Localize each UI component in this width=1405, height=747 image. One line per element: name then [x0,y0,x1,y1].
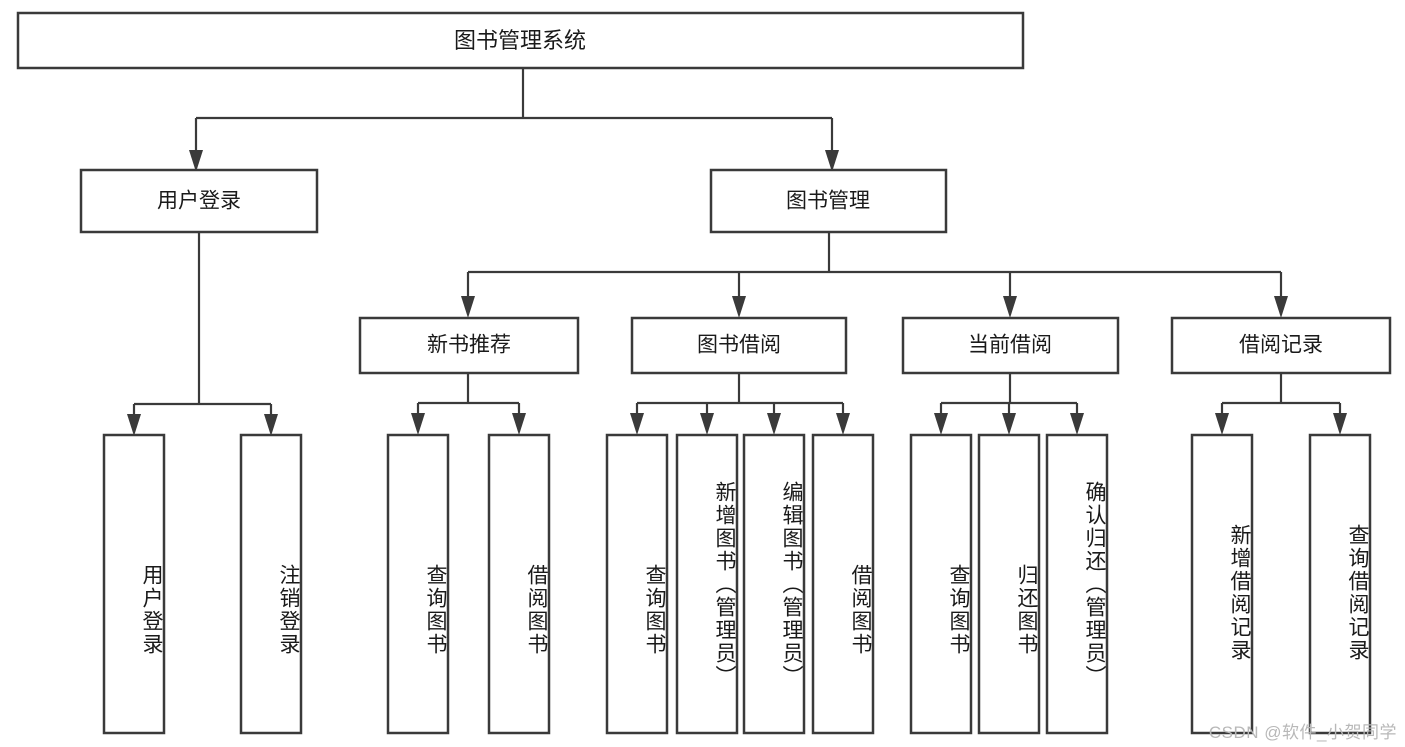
node-root-label: 图书管理系统 [454,28,586,53]
connector-bookborrow-to-leaves [630,373,850,435]
leaf-node-confirm-return-admin[interactable] [1045,433,1109,735]
node-borrow-record-label: 借阅记录 [1239,334,1323,357]
node-book-management[interactable]: 图书管理 [709,168,948,234]
leaf-node-query-book-1[interactable] [386,433,450,735]
node-new-book-recommend-label: 新书推荐 [427,334,511,357]
leaf-node-add-borrow-record[interactable] [1190,433,1254,735]
leaf-node-query-book-3[interactable] [909,433,973,735]
node-current-borrow[interactable]: 当前借阅 [901,316,1120,375]
leaf-node-return-book[interactable] [977,433,1041,735]
node-current-borrow-label: 当前借阅 [968,334,1052,357]
connector-root-to-level2 [189,68,839,172]
connector-currentborrow-to-leaves [934,373,1084,435]
node-borrow-record[interactable]: 借阅记录 [1170,316,1392,375]
node-user-login-label: 用户登录 [157,190,241,213]
node-book-borrow[interactable]: 图书借阅 [630,316,848,375]
leaf-node-borrow-book-2[interactable] [811,433,875,735]
node-book-borrow-label: 图书借阅 [697,334,781,357]
node-root[interactable]: 图书管理系统 [16,11,1025,70]
connector-borrowrecord-to-leaves [1215,373,1347,435]
node-book-management-label: 图书管理 [786,190,870,213]
csdn-watermark: CSDN @软件_小贺同学 [1208,723,1397,742]
leaf-node-add-book-admin[interactable] [675,433,739,735]
leaf-node-logout[interactable] [239,433,303,735]
leaf-node-edit-book-admin[interactable] [742,433,806,735]
connector-userlogin-to-leaves [127,232,278,436]
leaf-node-borrow-book-1[interactable] [487,433,551,735]
leaf-node-query-borrow-record[interactable] [1308,433,1372,735]
node-new-book-recommend[interactable]: 新书推荐 [358,316,580,375]
connector-bookmgmt-to-level3 [461,232,1288,318]
leaf-node-user-login[interactable] [102,433,166,735]
connector-newbook-to-leaves [411,373,526,435]
node-user-login[interactable]: 用户登录 [79,168,319,234]
leaf-node-query-book-2[interactable] [605,433,669,735]
